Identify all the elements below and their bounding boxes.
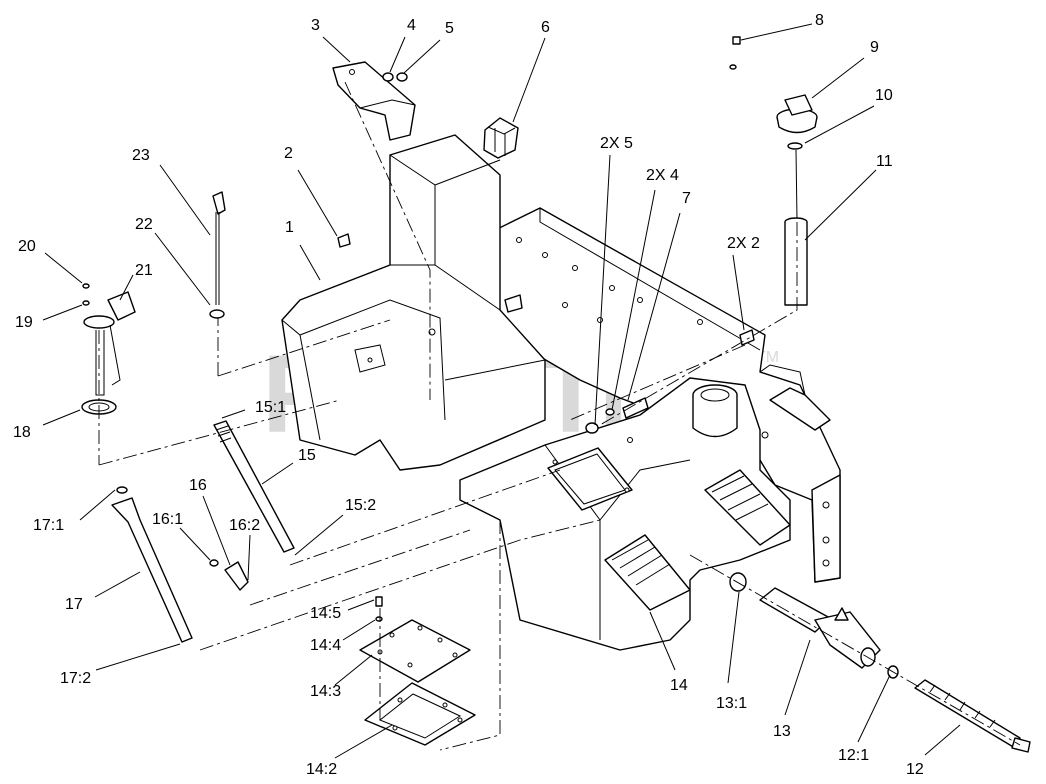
callout-23: 23: [132, 147, 150, 164]
callout-4: 4: [407, 17, 416, 34]
callout-3: 3: [311, 17, 320, 34]
callout-14-5: 14:5: [310, 605, 341, 622]
callout-13: 13: [773, 723, 791, 740]
callout-9: 9: [870, 39, 879, 56]
rod-23: [209, 191, 226, 319]
callout-12: 12: [906, 761, 924, 778]
callout-5: 5: [445, 20, 454, 37]
sender-21: [81, 291, 136, 415]
gasket-14-2: [364, 682, 476, 746]
cover-14-3: [359, 619, 471, 683]
callout-11: 11: [876, 153, 893, 170]
callout-2x4: 2X 4: [646, 167, 679, 184]
callout-16-1: 16:1: [152, 511, 183, 528]
callout-13-1: 13:1: [716, 695, 747, 712]
fuel-cap-6: [483, 117, 519, 159]
callout-8: 8: [815, 12, 824, 29]
callout-1: 1: [285, 219, 294, 236]
callout-16: 16: [189, 477, 207, 494]
callout-2x2: 2X 2: [727, 235, 760, 252]
callout-14-3: 14:3: [310, 683, 341, 700]
callout-12-1: 12:1: [838, 747, 869, 764]
callout-7: 7: [682, 190, 691, 207]
fuel-cap-9: [776, 94, 818, 221]
callout-2: 2: [284, 145, 293, 162]
callout-16-2: 16:2: [229, 517, 260, 534]
callout-22: 22: [135, 216, 153, 233]
callout-6: 6: [541, 19, 550, 36]
elbow-16: [209, 559, 249, 591]
callout-15: 15: [298, 447, 316, 464]
hose-17: [111, 486, 193, 643]
callout-14-4: 14:4: [310, 637, 341, 654]
callout-14-2: 14:2: [306, 761, 337, 778]
callout-14: 14: [670, 677, 688, 694]
fitting-13: [729, 572, 899, 679]
callout-15-1: 15:1: [255, 399, 286, 416]
callout-19: 19: [15, 314, 33, 331]
callout-18: 18: [13, 424, 31, 441]
tube-11: [784, 217, 808, 306]
callout-17-1: 17:1: [33, 517, 64, 534]
leader-lines: [42, 23, 961, 759]
callout-labels: 1 2 3 4 5 6 7 8 9 10 11 12 12:1 13 13:1 …: [13, 12, 924, 778]
callout-17-2: 17:2: [60, 670, 91, 687]
callout-10: 10: [875, 87, 893, 104]
hose-15: [213, 420, 295, 553]
callout-17: 17: [65, 596, 83, 613]
left-fuel-tank: [281, 134, 546, 471]
callout-2x5: 2X 5: [600, 135, 633, 152]
assembly-lines: [98, 81, 1021, 751]
callout-20: 20: [18, 238, 36, 255]
chassis-frame: [484, 207, 841, 583]
hardware: [82, 36, 755, 622]
right-fuel-tank: [459, 377, 791, 651]
hose-12: [914, 679, 1031, 753]
callout-21: 21: [135, 262, 153, 279]
bracket-3: [332, 61, 416, 141]
callout-15-2: 15:2: [345, 497, 376, 514]
